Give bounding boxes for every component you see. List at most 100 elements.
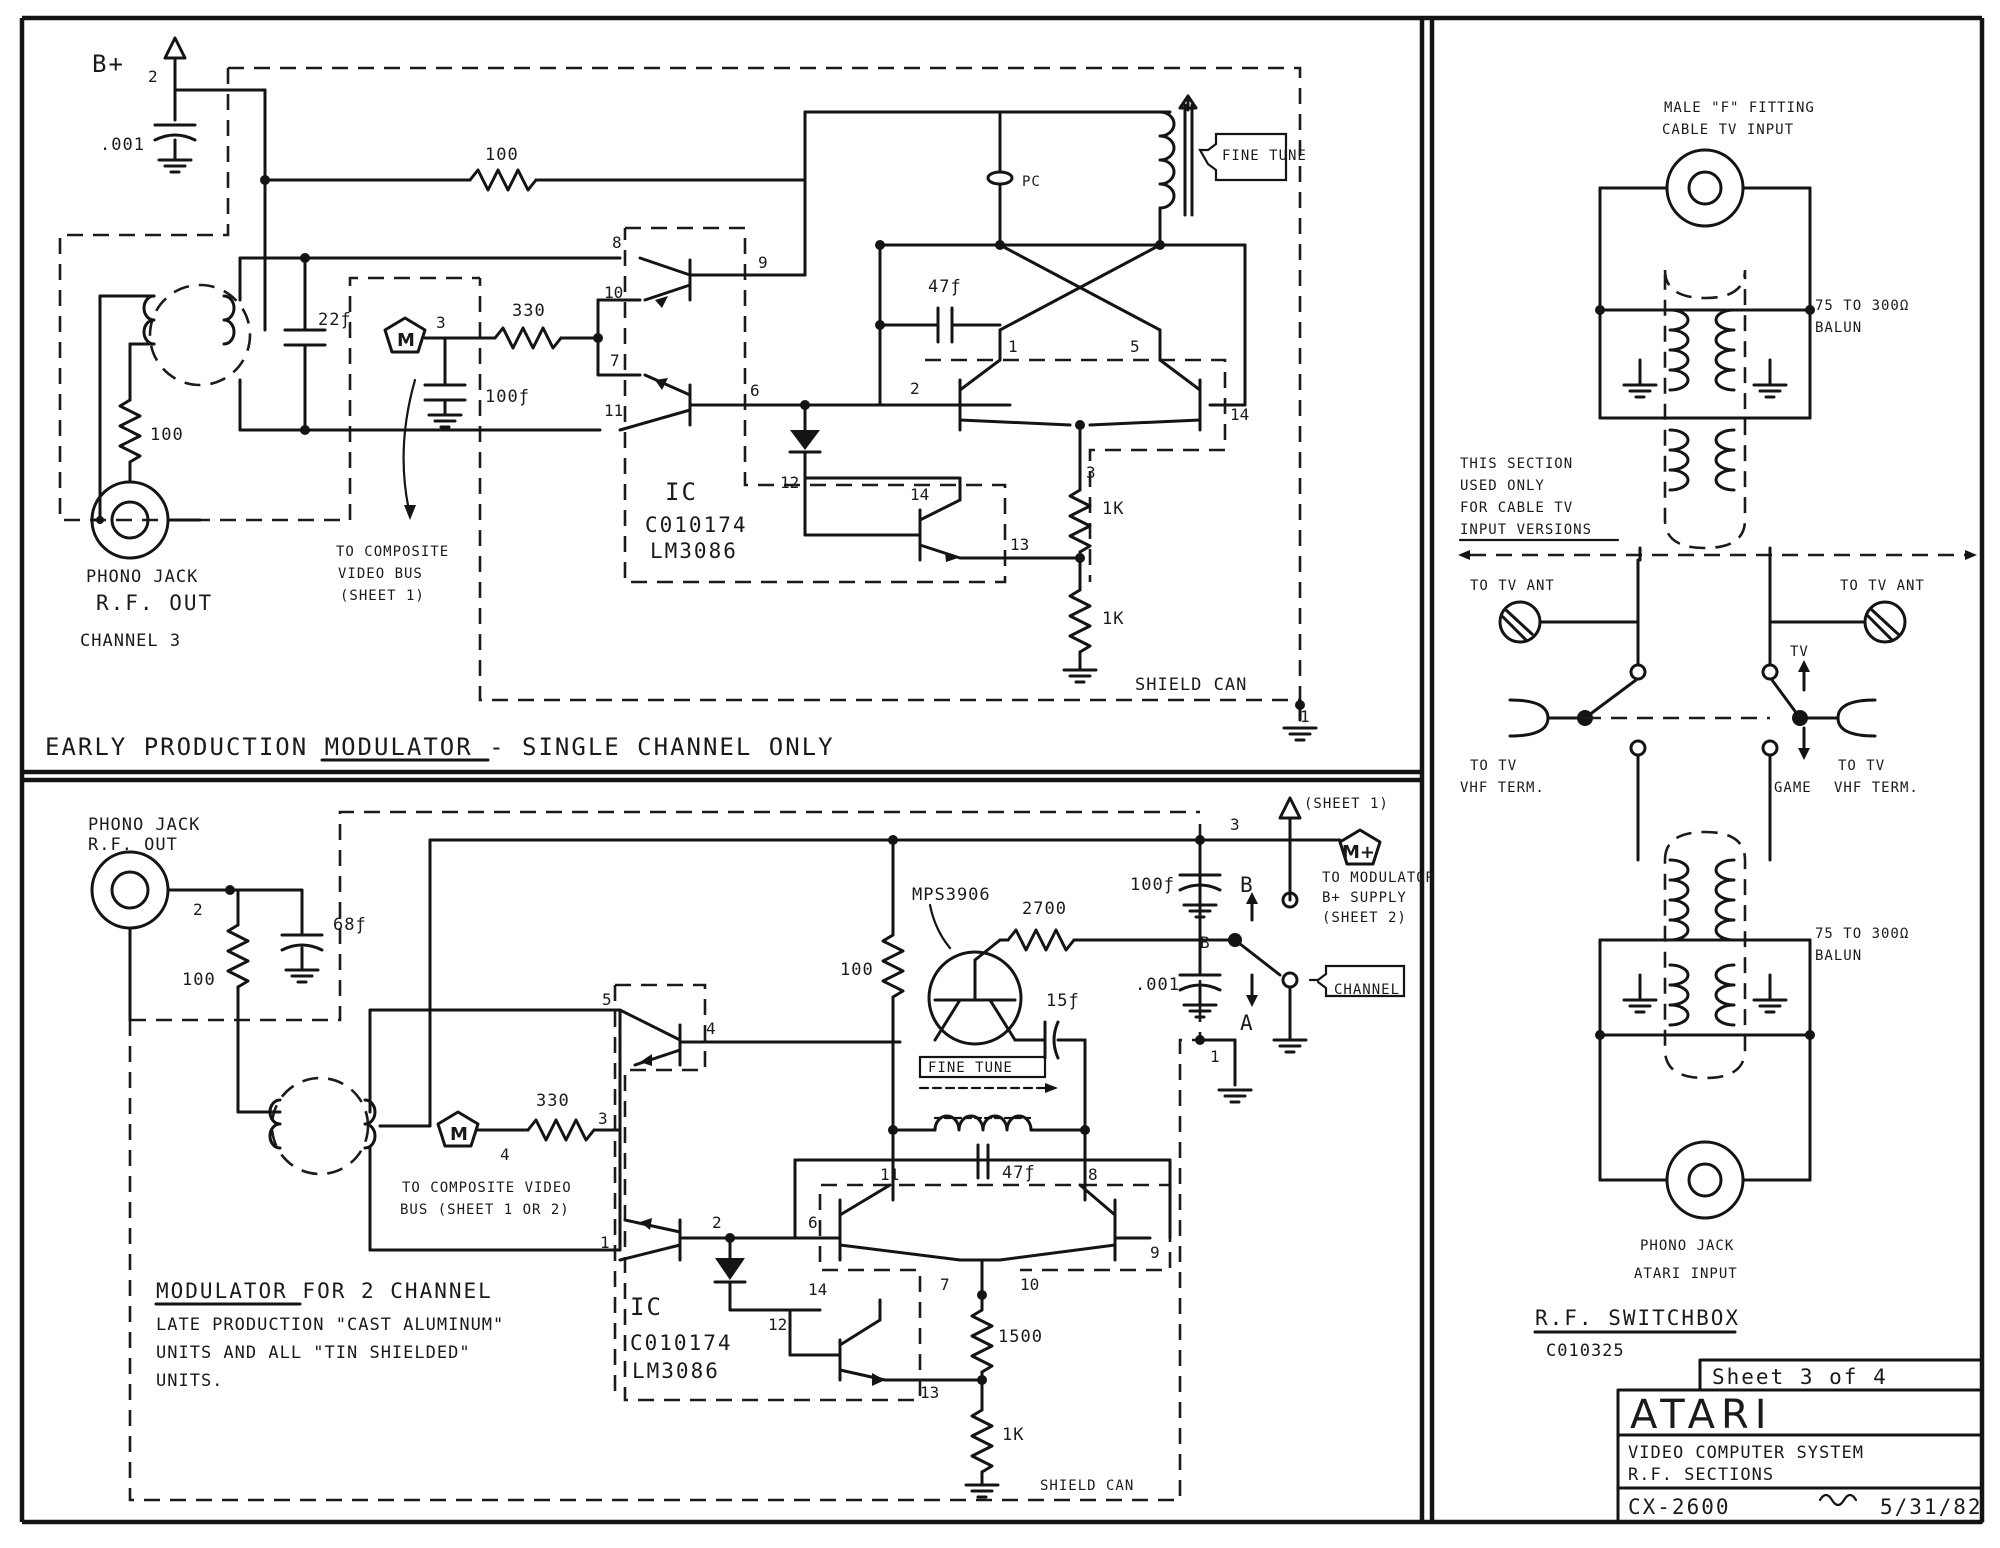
sheet-number: Sheet 3 of 4	[1712, 1365, 1888, 1389]
title-line-1: VIDEO COMPUTER SYSTEM	[1628, 1443, 1864, 1463]
res-100-top-label: 100	[485, 145, 519, 165]
section-note-1: THIS SECTION	[1460, 456, 1573, 472]
jack-early-label-1: PHONO JACK	[86, 567, 198, 587]
late-modulator-section: 2 PHONO JACK R.F. OUT 68ƒ 100 M 4	[88, 796, 1434, 1502]
section-note-2: USED ONLY	[1460, 478, 1545, 494]
section-note-3: FOR CABLE TV	[1460, 500, 1573, 516]
switchbox-part: C010325	[1546, 1341, 1625, 1361]
svg-text:4: 4	[500, 1145, 510, 1164]
fine-tune-early: FINE TUNE	[1222, 148, 1307, 164]
svg-text:12: 12	[768, 1315, 787, 1334]
rf-switchbox-section: MALE "F" FITTING CABLE TV INPUT 75 TO 30…	[1458, 100, 1977, 1361]
title-line-2: R.F. SECTIONS	[1628, 1465, 1774, 1485]
composite-early-2: VIDEO BUS	[338, 566, 423, 582]
vhf-left-2: VHF TERM.	[1460, 780, 1545, 796]
sheet1-label: (SHEET 1)	[1304, 796, 1389, 812]
svg-text:7: 7	[610, 351, 620, 370]
svg-text:10: 10	[604, 283, 623, 302]
res-1k-early-b: 1K	[1102, 609, 1124, 629]
bsupply-3: (SHEET 2)	[1322, 910, 1407, 926]
switch-a: A	[1240, 1011, 1255, 1035]
late-title-2: LATE PRODUCTION "CAST ALUMINUM"	[156, 1315, 504, 1335]
ic-early-part-1: C010174	[645, 513, 748, 537]
atari-jack-2: ATARI INPUT	[1634, 1266, 1738, 1282]
ic-late-label: IC	[630, 1293, 663, 1321]
bplus-label: B+	[92, 50, 125, 78]
balun-bot-1: 75 TO 300Ω	[1815, 926, 1909, 942]
late-title-4: UNITS.	[156, 1371, 223, 1391]
balun-top-2: BALUN	[1815, 320, 1862, 336]
res-1k-early-a: 1K	[1102, 499, 1124, 519]
svg-text:2: 2	[712, 1213, 722, 1232]
cap-001-late-label: .001	[1135, 975, 1180, 995]
mps3906-label: MPS3906	[912, 885, 991, 905]
balun-top-1: 75 TO 300Ω	[1815, 298, 1909, 314]
svg-text:2: 2	[910, 379, 920, 398]
svg-text:5: 5	[602, 990, 612, 1009]
svg-text:14: 14	[910, 485, 929, 504]
composite-late-1: TO COMPOSITE VIDEO	[402, 1180, 572, 1196]
res-1500-label: 1500	[998, 1327, 1043, 1347]
svg-text:8: 8	[612, 233, 622, 252]
early-title: EARLY PRODUCTION MODULATOR - SINGLE CHAN…	[45, 733, 835, 761]
cap-22-label: 22ƒ	[318, 310, 352, 330]
late-title-3: UNITS AND ALL "TIN SHIELDED"	[156, 1343, 471, 1363]
svg-text:1: 1	[1210, 1047, 1220, 1066]
atari-brand: ATARI	[1630, 1392, 1773, 1438]
svg-text:11: 11	[604, 401, 623, 420]
cap-68-label: 68ƒ	[333, 915, 367, 935]
cap-47-early-label: 47ƒ	[928, 277, 962, 297]
fine-tune-late: FINE TUNE	[928, 1060, 1013, 1076]
res-330-early-label: 330	[512, 301, 546, 321]
svg-text:9: 9	[758, 253, 768, 272]
bplus-terminal	[153, 36, 267, 174]
ic-late-part-2: LM3086	[632, 1359, 720, 1383]
late-title-1: MODULATOR FOR 2 CHANNEL	[156, 1279, 493, 1303]
motor-late: M	[450, 1124, 468, 1145]
balun-bottom	[1622, 830, 1788, 1080]
svg-text:14: 14	[1230, 405, 1249, 424]
jack-late-label-2: R.F. OUT	[88, 835, 178, 855]
shield-early: SHIELD CAN	[1135, 675, 1247, 695]
jack-early-label-2: R.F. OUT	[96, 591, 213, 615]
bplus-pin: 2	[148, 67, 158, 86]
svg-text:13: 13	[1010, 535, 1029, 554]
svg-text:2: 2	[193, 900, 203, 919]
switch-b: B	[1240, 873, 1255, 897]
jack-early-label-3: CHANNEL 3	[80, 631, 181, 651]
phono-jack-late	[90, 850, 170, 930]
cap-100-late-label: 100ƒ	[1130, 875, 1175, 895]
vhf-right-2: VHF TERM.	[1834, 780, 1919, 796]
model-number: CX-2600	[1628, 1495, 1731, 1519]
res-100-left-label: 100	[150, 425, 184, 445]
svg-text:1: 1	[1300, 707, 1310, 726]
svg-text:13: 13	[920, 1383, 939, 1402]
svg-text:3: 3	[598, 1109, 608, 1128]
svg-text:4: 4	[706, 1019, 716, 1038]
svg-text:B: B	[1200, 933, 1210, 952]
motor-early: M	[397, 330, 415, 351]
f-fitting-2: CABLE TV INPUT	[1662, 122, 1794, 138]
ic-early-part-2: LM3086	[650, 539, 738, 563]
game-label: GAME	[1774, 780, 1812, 796]
atari-jack-1: PHONO JACK	[1640, 1238, 1734, 1254]
sheet-frame	[19, 15, 1985, 1525]
res-330-late-label: 330	[536, 1091, 570, 1111]
svg-text:12: 12	[780, 473, 799, 492]
res-1k-late-label: 1K	[1002, 1425, 1024, 1445]
svg-text:9: 9	[1150, 1243, 1160, 1262]
motor-plus-late: M+	[1342, 842, 1375, 863]
svg-text:8: 8	[1088, 1165, 1098, 1184]
svg-text:10: 10	[1020, 1275, 1039, 1294]
cap-001-label: .001	[100, 135, 145, 155]
channel-label: CHANNEL	[1334, 982, 1400, 998]
svg-text:14: 14	[808, 1280, 827, 1299]
cap-pc-label: PC	[1022, 174, 1041, 190]
vhf-left-1: TO TV	[1470, 758, 1517, 774]
res-100-late-a: 100	[182, 970, 216, 990]
svg-text:5: 5	[1130, 337, 1140, 356]
svg-text:3: 3	[436, 313, 446, 332]
section-note-4: INPUT VERSIONS	[1460, 522, 1592, 538]
shield-late: SHIELD CAN	[1040, 1478, 1134, 1494]
